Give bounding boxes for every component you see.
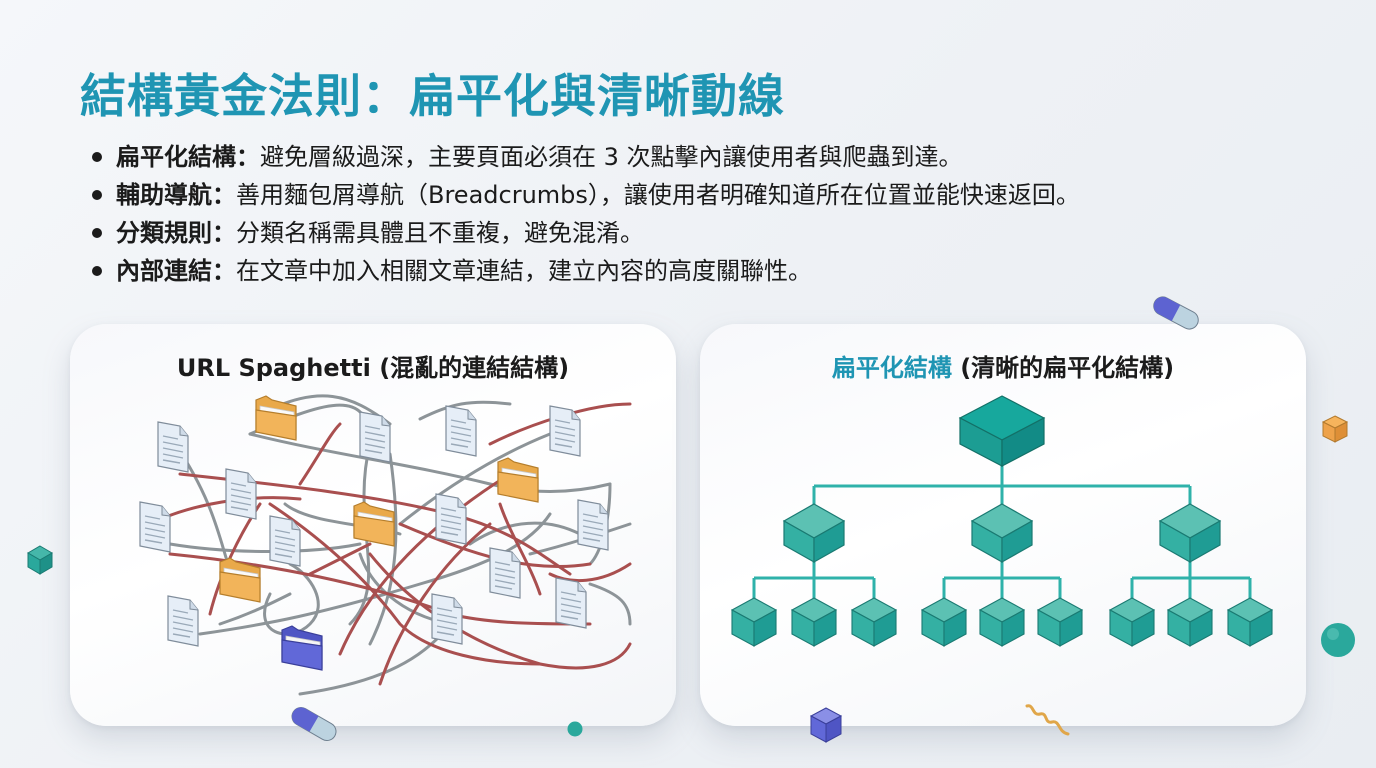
- level3-nodes: [731, 597, 1273, 647]
- rule-item-categories: 分類規則： 分類名稱需具體且不重複，避免混淆。: [92, 214, 1080, 252]
- bullet-dot: [92, 266, 102, 276]
- page-title: 結構黃金法則：扁平化與清晰動線: [80, 69, 785, 123]
- squiggle-decoration-icon: [1025, 704, 1070, 736]
- rule-item-breadcrumbs: 輔助導航： 善用麵包屑導航（Breadcrumbs），讓使用者明確知道所在位置並…: [92, 176, 1080, 214]
- bullet-dot: [92, 228, 102, 238]
- rule-description: 在文章中加入相關文章連結，建立內容的高度關聯性。: [236, 257, 812, 285]
- teal-dot-icon: [567, 721, 583, 737]
- flat-structure-title: 扁平化結構 (清晰的扁平化結構): [700, 348, 1306, 383]
- purple-cube-icon: [809, 707, 843, 743]
- teal-cube-icon: [27, 545, 53, 575]
- url-spaghetti-title: URL Spaghetti (混亂的連結結構): [176, 354, 570, 382]
- bullet-dot: [92, 152, 102, 162]
- rule-term: 分類規則：: [116, 219, 236, 247]
- rule-term: 內部連結：: [116, 257, 236, 285]
- rule-description: 分類名稱需具體且不重複，避免混淆。: [236, 219, 644, 247]
- rule-term: 輔助導航：: [116, 181, 236, 209]
- rule-item-flat-structure: 扁平化結構： 避免層級過深，主要頁面必須在 3 次點擊內讓使用者與爬蟲到達。: [92, 138, 1080, 176]
- rule-description: 善用麵包屑導航（Breadcrumbs），讓使用者明確知道所在位置並能快速返回。: [236, 181, 1080, 209]
- pill-decoration-icon: [291, 707, 337, 741]
- rules-list: 扁平化結構： 避免層級過深，主要頁面必須在 3 次點擊內讓使用者與爬蟲到達。 輔…: [92, 138, 1080, 290]
- flat-structure-title-rest: (清晰的扁平化結構): [951, 354, 1175, 382]
- pill-decoration-icon: [1153, 296, 1199, 330]
- flat-structure-panel: 扁平化結構 (清晰的扁平化結構): [700, 324, 1306, 726]
- rule-item-internal-links: 內部連結： 在文章中加入相關文章連結，建立內容的高度關聯性。: [92, 252, 1080, 290]
- root-node: [959, 395, 1045, 467]
- bullet-dot: [92, 190, 102, 200]
- url-spaghetti-panel: URL Spaghetti (混亂的連結結構): [70, 324, 676, 726]
- flat-hierarchy-illustration: [731, 395, 1273, 647]
- level2-nodes: [783, 503, 1221, 563]
- rule-term: 扁平化結構：: [116, 143, 260, 171]
- teal-sphere-icon: [1321, 623, 1355, 657]
- rule-description: 避免層級過深，主要頁面必須在 3 次點擊內讓使用者與爬蟲到達。: [260, 143, 963, 171]
- orange-cube-icon: [1321, 415, 1349, 443]
- flat-structure-title-accent: 扁平化結構: [831, 354, 952, 382]
- tangled-network-illustration: [139, 394, 632, 696]
